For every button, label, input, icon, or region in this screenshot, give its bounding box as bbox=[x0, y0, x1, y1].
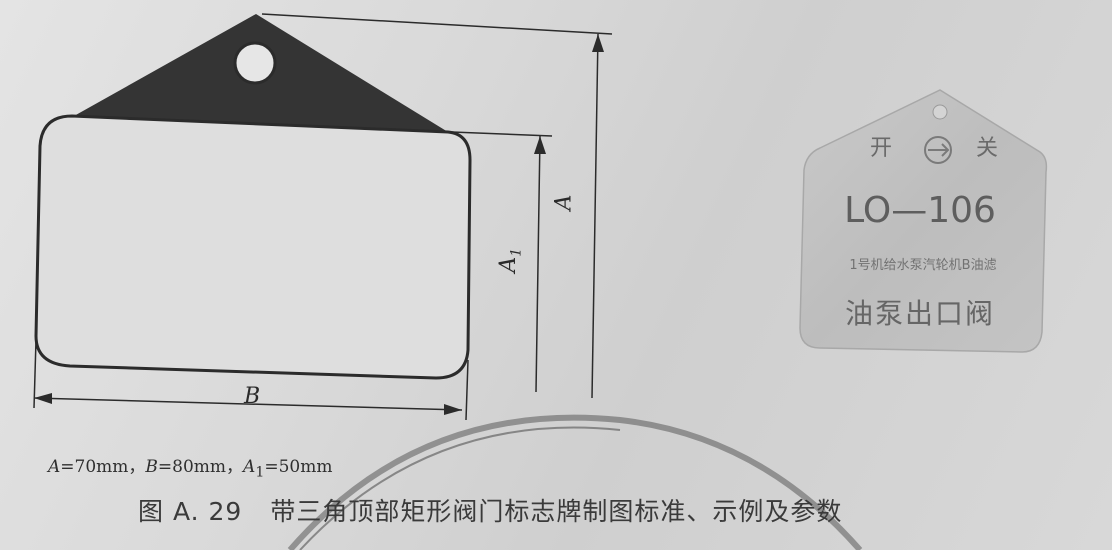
param-a1-var: A bbox=[243, 457, 256, 477]
sample-tag-valve-symbol bbox=[924, 136, 952, 164]
caption-title: 带三角顶部矩形阀门标志牌制图标准、示例及参数 bbox=[270, 497, 843, 526]
sample-tag-code: LO—106 bbox=[844, 190, 996, 231]
sample-valve-tag-photo: 开 关 LO—106 1号机给水泵汽轮机B油滤 油泵出口阀 bbox=[790, 82, 1050, 364]
dim-a-arrow-line bbox=[591, 33, 599, 399]
param-b-value: =80mm， bbox=[157, 457, 244, 477]
param-a1-sub: 1 bbox=[255, 464, 265, 481]
sample-tag-hole bbox=[932, 104, 948, 120]
dim-a1-arrow-line bbox=[535, 135, 541, 393]
sample-tag-open-label: 开 bbox=[870, 136, 893, 161]
sample-tag-outline bbox=[799, 89, 1048, 353]
dim-b-arrowhead-left bbox=[34, 393, 52, 404]
param-b-var: B bbox=[145, 457, 158, 477]
dim-b-extension-right bbox=[465, 359, 469, 421]
sample-tag-name: 油泵出口阀 bbox=[844, 297, 995, 330]
sample-tag-shape bbox=[799, 89, 1048, 353]
dim-b-arrow-line bbox=[33, 397, 463, 411]
sample-tag-valve-arrow bbox=[928, 143, 950, 157]
caption-number: 图 A. 29 bbox=[138, 497, 243, 526]
param-a1-value: =50mm bbox=[264, 457, 333, 477]
parameter-line: A=70mm，B=80mm，A1=50mm bbox=[48, 452, 332, 480]
dim-a-extension-top bbox=[261, 13, 613, 35]
param-a-value: =70mm， bbox=[60, 457, 146, 477]
tag-hang-hole bbox=[233, 41, 277, 85]
tag-rect-body bbox=[34, 114, 472, 380]
dim-b-extension-left bbox=[33, 339, 37, 409]
dim-a1-extension-top bbox=[451, 131, 553, 137]
dim-b-label: B bbox=[244, 384, 261, 409]
dim-a1-arrowhead bbox=[534, 136, 546, 154]
figure-caption: 图 A. 29 带三角顶部矩形阀门标志牌制图标准、示例及参数 bbox=[138, 492, 842, 528]
param-a-var: A bbox=[48, 457, 61, 477]
sample-tag-description: 1号机给水泵汽轮机B油滤 bbox=[849, 258, 997, 273]
dim-a-arrowhead bbox=[592, 34, 604, 52]
sample-tag-close-label: 关 bbox=[976, 136, 999, 161]
dim-b-arrowhead-right bbox=[444, 404, 462, 415]
